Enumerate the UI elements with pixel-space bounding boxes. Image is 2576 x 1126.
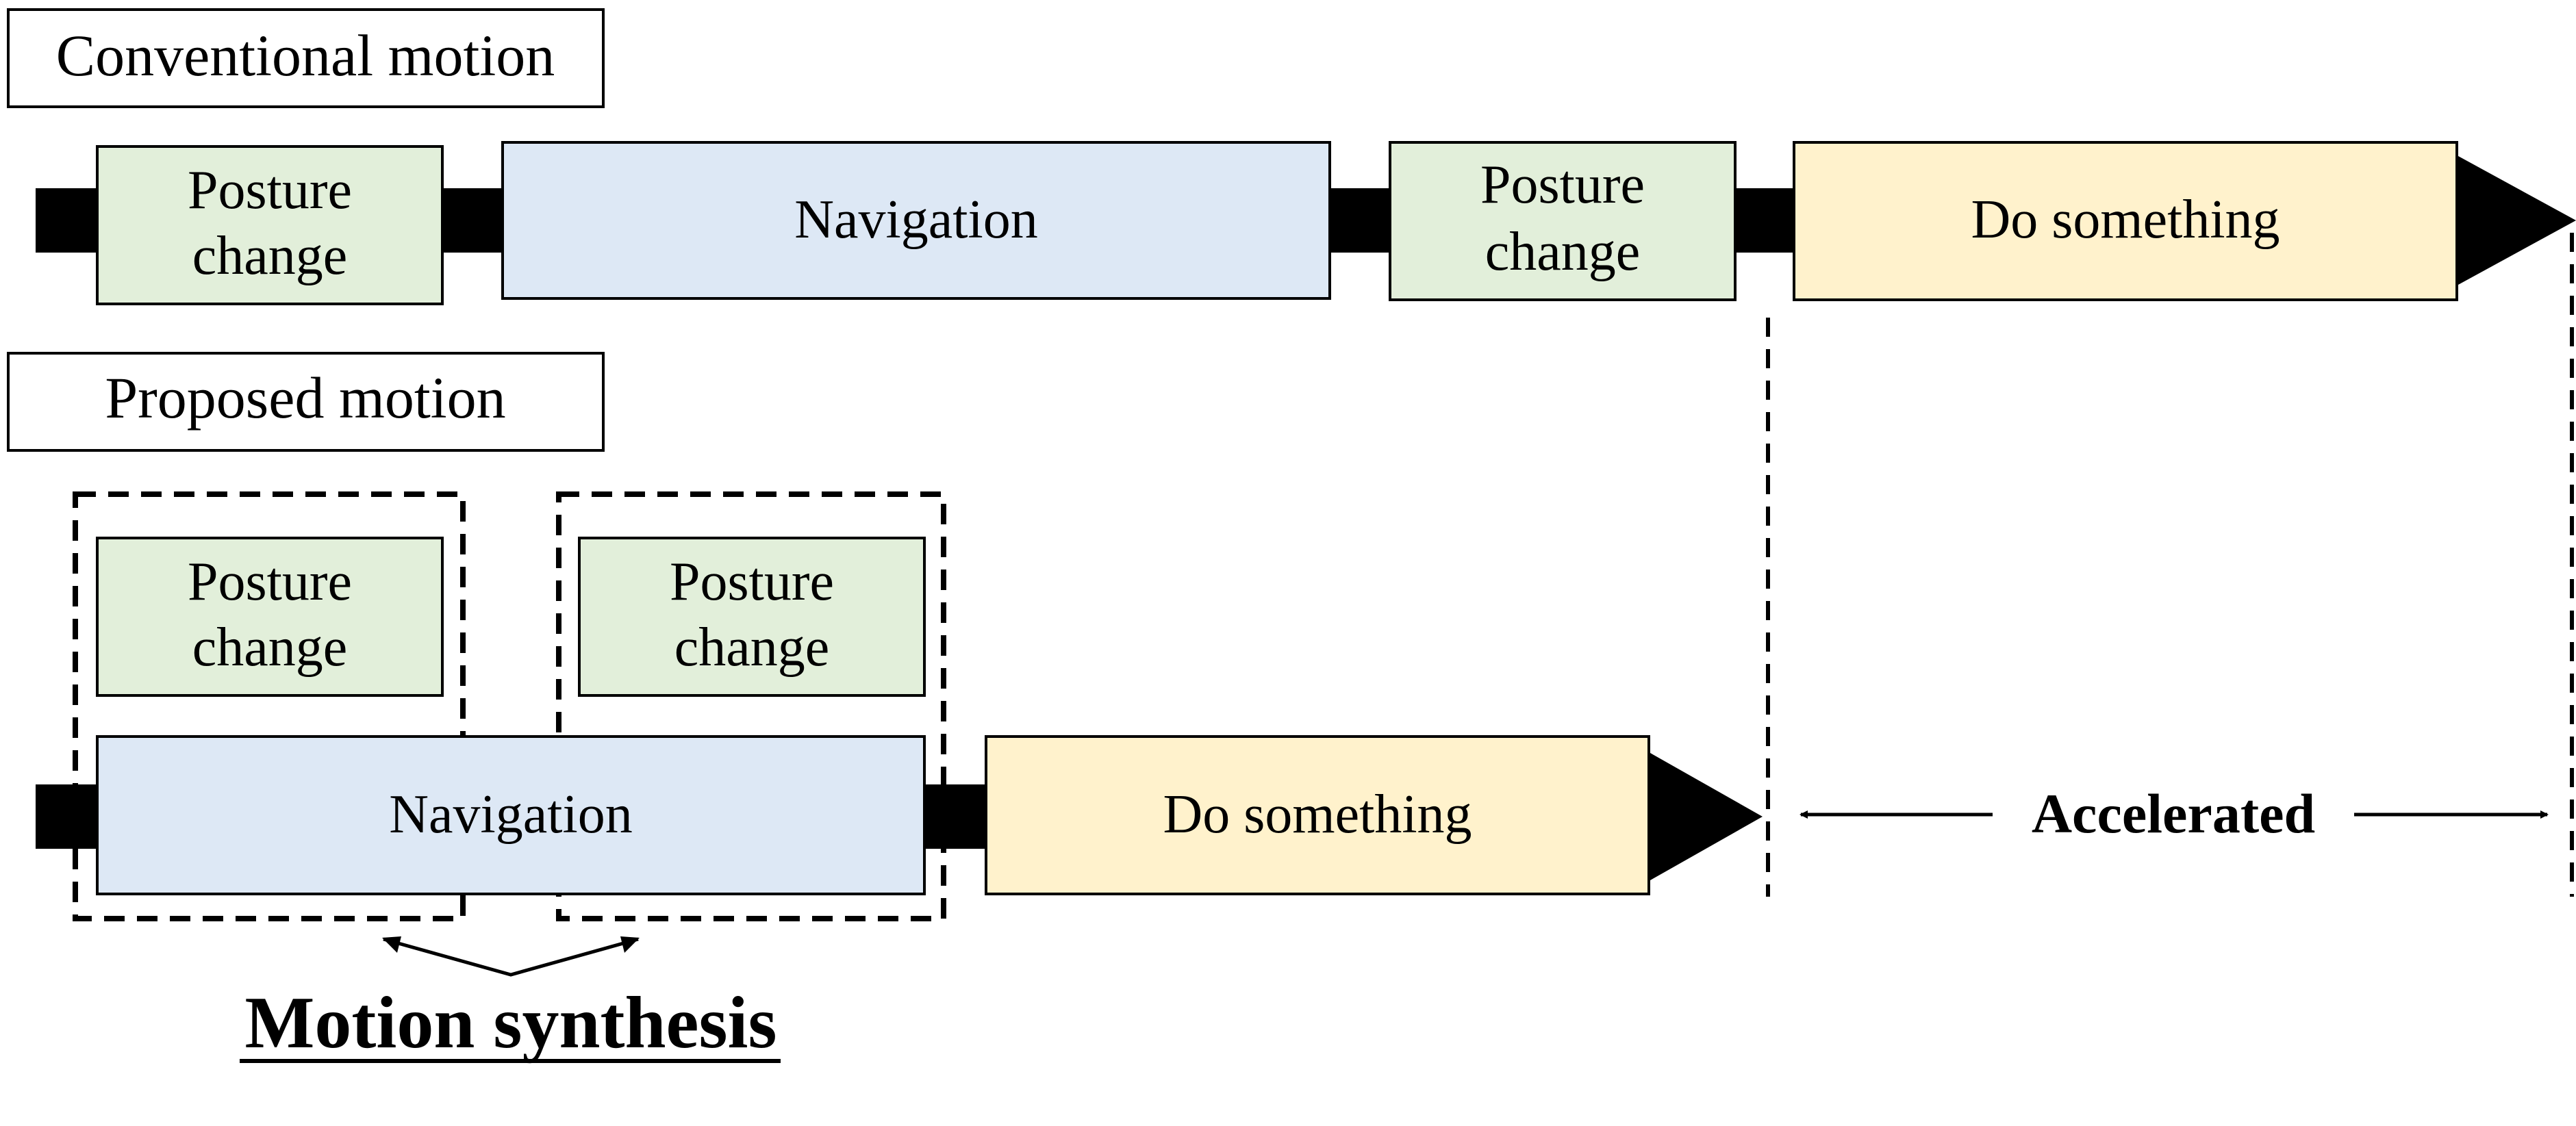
proposed-navigation-block: Navigation [96, 735, 926, 895]
posture-text-line1: Posture [670, 552, 834, 612]
conventional-do-something-block: Do something [1793, 141, 2458, 301]
proposed-timeline-arrowhead [1650, 753, 1763, 880]
navigation-text: Navigation [389, 784, 632, 845]
motion-synthesis-label: Motion synthesis [244, 982, 776, 1064]
posture-text-line2: change [192, 617, 348, 678]
posture-text-line2: change [674, 617, 830, 678]
conventional-posture-change-1: Posture change [96, 145, 444, 305]
proposed-label-box: Proposed motion [7, 352, 605, 452]
synthesis-group-2-dashed-outline [556, 491, 946, 921]
proposed-posture-change-1: Posture change [96, 537, 444, 697]
motion-synthesis-bracket [383, 937, 639, 977]
accelerated-label: Accelerated [2032, 782, 2315, 845]
proposed-posture-change-2: Posture change [578, 537, 926, 697]
conventional-label: Conventional motion [56, 23, 555, 88]
synthesis-group-1-dashed-outline [73, 491, 466, 921]
posture-text-line1: Posture [188, 552, 352, 612]
proposed-label: Proposed motion [105, 365, 505, 431]
motion-synthesis-bracket-right-tip [620, 936, 640, 953]
do-something-text: Do something [1163, 784, 1472, 845]
navigation-text: Navigation [794, 190, 1037, 250]
conventional-posture-change-2: Posture change [1389, 141, 1737, 301]
proposed-do-something-block: Do something [985, 735, 1650, 895]
motion-synthesis-bracket-left-tip [382, 936, 401, 953]
posture-text-line1: Posture [188, 160, 352, 220]
conventional-label-box: Conventional motion [7, 8, 605, 108]
do-something-text: Do something [1971, 190, 2280, 250]
posture-text-line1: Posture [1480, 155, 1645, 215]
conventional-timeline-arrowhead [2458, 156, 2576, 285]
conventional-navigation-block: Navigation [501, 141, 1331, 300]
posture-text-line2: change [192, 226, 348, 286]
posture-text-line2: change [1485, 222, 1641, 282]
